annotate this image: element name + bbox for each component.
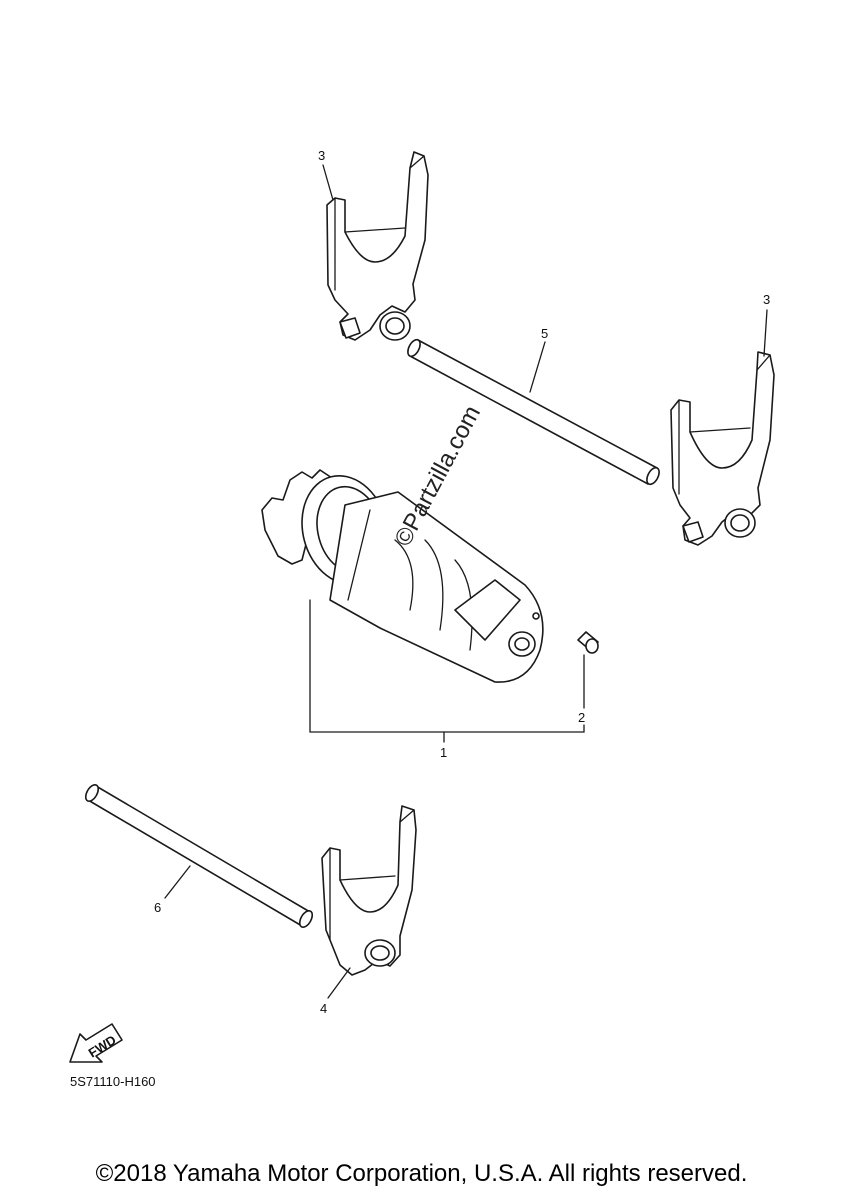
callout-3-upper: 3 (318, 148, 325, 163)
fork-shaft-5[interactable] (405, 338, 661, 487)
shift-fork-4[interactable] (321, 805, 417, 976)
fwd-arrow-icon: FWD (69, 1023, 123, 1063)
callout-2: 2 (578, 710, 585, 725)
leader-5 (529, 341, 546, 393)
leader-4 (327, 967, 351, 999)
copyright-notice: ©2018 Yamaha Motor Corporation, U.S.A. A… (95, 1160, 748, 1187)
fork-shaft-6[interactable] (83, 783, 315, 930)
callout-6: 6 (154, 900, 161, 915)
shift-fork-3-right[interactable] (670, 351, 775, 546)
bracket-1 (309, 599, 585, 733)
shift-drum-1[interactable] (261, 466, 544, 683)
diagram-code: 5S71110-H160 (70, 1074, 156, 1089)
callout-4: 4 (320, 1001, 327, 1016)
callout-5: 5 (541, 326, 548, 341)
shift-fork-3-upper[interactable] (326, 151, 429, 341)
leader-3-right (763, 309, 768, 357)
leader-3-upper (322, 164, 334, 201)
leader-6 (164, 865, 191, 899)
callout-1: 1 (440, 745, 447, 760)
callout-3-right: 3 (763, 292, 770, 307)
screw-2[interactable] (577, 631, 599, 654)
